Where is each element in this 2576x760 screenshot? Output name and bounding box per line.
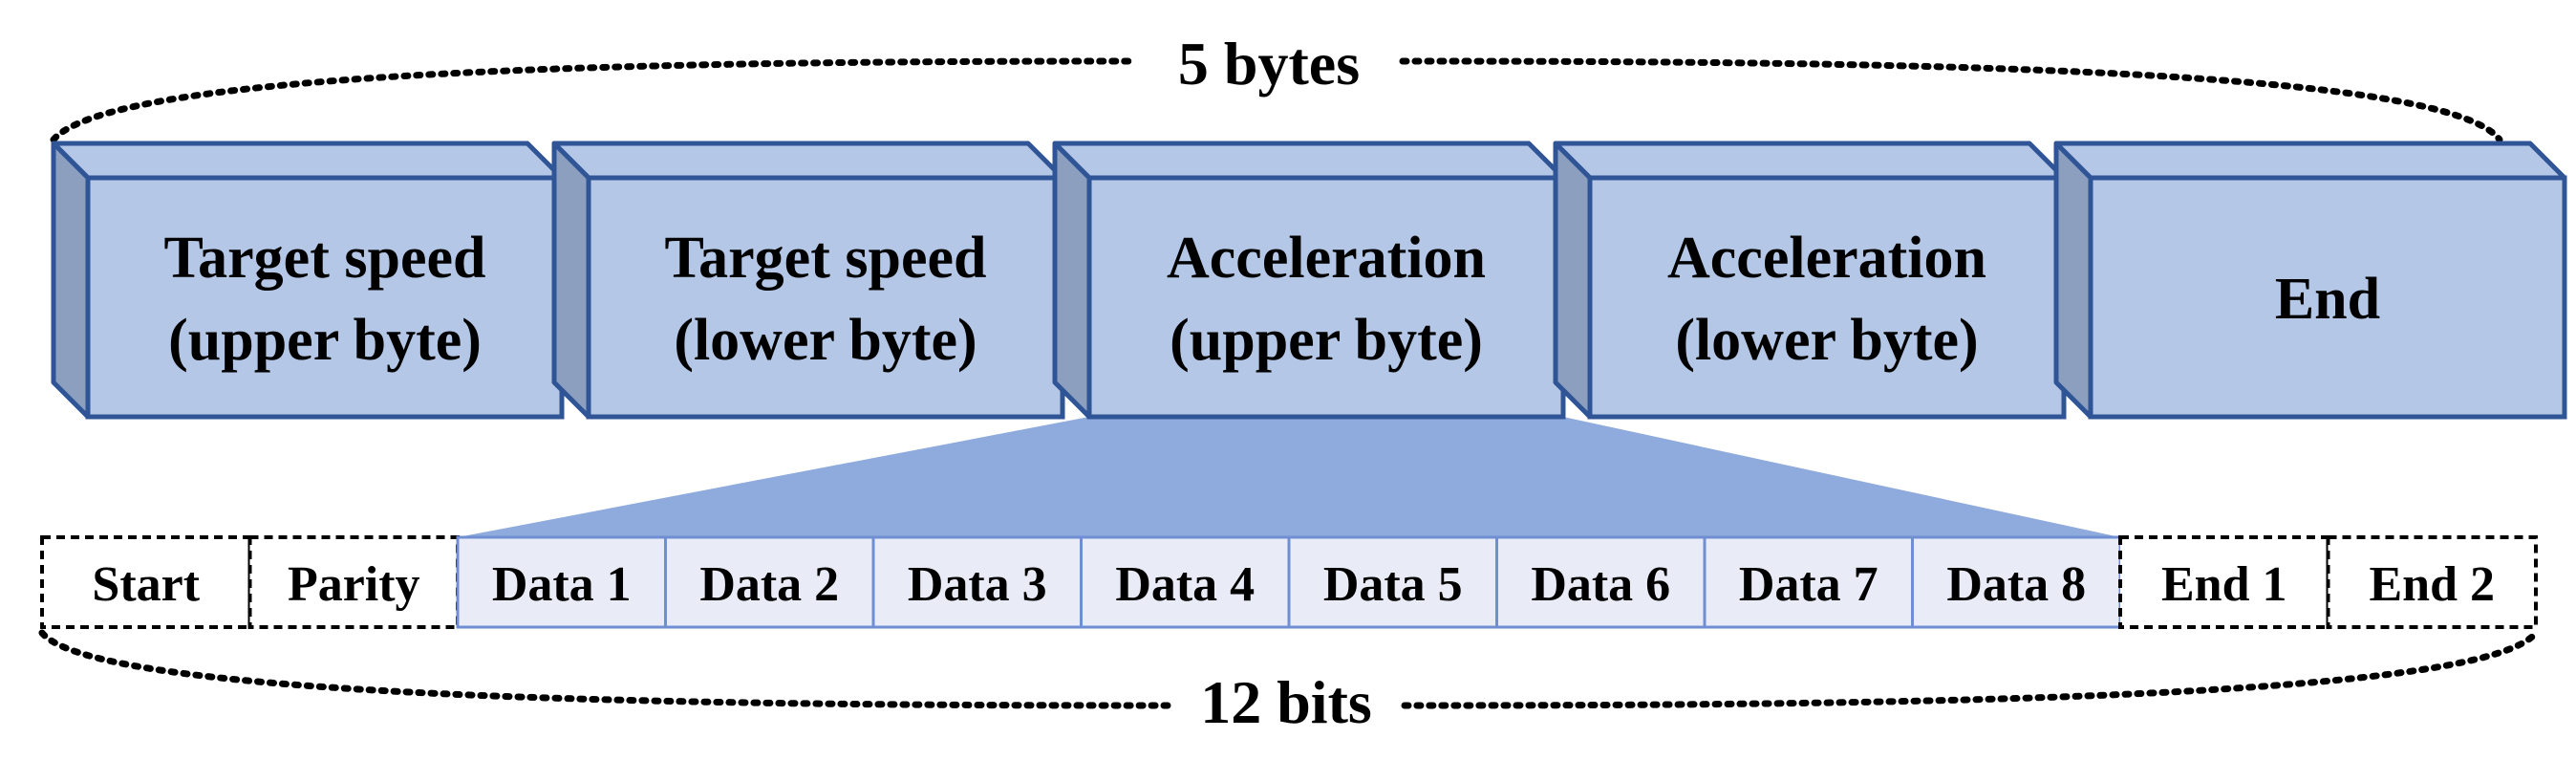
byte-box-side <box>51 141 91 420</box>
byte-box-label: (upper byte) <box>1170 308 1483 373</box>
byte-box-label: Acceleration <box>1167 226 1486 291</box>
byte-box-face <box>586 175 1065 420</box>
bottom-brace-label: 12 bits <box>1200 668 1372 736</box>
byte-box-label: (lower byte) <box>674 308 977 373</box>
bit-cell-label: Data 6 <box>1531 557 1670 612</box>
bit-cell-label: Data 2 <box>699 557 839 612</box>
byte-box-top <box>2053 141 2567 181</box>
byte-box-label: Acceleration <box>1667 226 1986 291</box>
data-bit-cell: Data 4 <box>1080 535 1291 629</box>
byte-box: Target speed (lower byte) <box>551 141 1065 420</box>
top-brace-arc-left <box>50 57 1139 143</box>
data-bit-cell: Data 8 <box>1911 535 2122 629</box>
byte-box-label: Target speed <box>665 226 987 291</box>
bit-cell-label: End 1 <box>2161 557 2287 612</box>
bit-cell-box <box>664 535 875 629</box>
byte-box-top <box>551 141 1065 181</box>
byte-box-label: Target speed <box>164 226 486 291</box>
expansion-wedge <box>458 417 2120 537</box>
bit-cell-box <box>1495 535 1707 629</box>
data-bit-cell: Data 2 <box>664 535 875 629</box>
bit-cell-label: End 2 <box>2369 557 2495 612</box>
bit-cell-label: Data 8 <box>1946 557 2086 612</box>
bit-cell-label: Start <box>92 557 200 612</box>
byte-box-label: End <box>2275 267 2380 332</box>
bit-cell-box <box>1287 535 1498 629</box>
frame-bit-cell: Start <box>40 535 252 629</box>
byte-box-top <box>1553 141 2067 181</box>
byte-box-top <box>51 141 565 181</box>
byte-box-side <box>2053 141 2093 420</box>
bit-cell-label: Data 1 <box>492 557 632 612</box>
data-bit-cell: Data 3 <box>871 535 1083 629</box>
bottom-brace-arc-left <box>38 629 1175 709</box>
byte-box-label: (upper byte) <box>168 308 482 373</box>
top-brace-arc-right <box>1399 57 2503 143</box>
byte-box-face <box>2088 175 2567 420</box>
bit-cell-label: Data 3 <box>908 557 1047 612</box>
bit-cell-box <box>871 535 1083 629</box>
byte-sequence: Target speed (upper byte) Target speed (low… <box>51 141 2567 420</box>
byte-box: End <box>2053 141 2567 420</box>
bit-cell-box <box>1911 535 2122 629</box>
byte-box: Target speed (upper byte) <box>51 141 565 420</box>
data-bit-cell: Data 1 <box>456 535 667 629</box>
data-bit-cell: Data 7 <box>1703 535 1914 629</box>
bit-cell-box <box>40 535 252 629</box>
frame-bit-cell: End 1 <box>2118 535 2330 629</box>
byte-box-top <box>1052 141 1566 181</box>
bit-cell-box <box>456 535 667 629</box>
bit-cell-label: Data 4 <box>1115 557 1255 612</box>
data-bit-cell: Data 5 <box>1287 535 1498 629</box>
bottom-brace-arc-right <box>1401 629 2540 709</box>
byte-box: Acceleration (upper byte) <box>1052 141 1566 420</box>
byte-box: Acceleration (lower byte) <box>1553 141 2067 420</box>
byte-box-face <box>1587 175 2067 420</box>
byte-box-label: (lower byte) <box>1675 308 1978 373</box>
byte-box-side <box>551 141 591 420</box>
bit-cell-label: Parity <box>288 557 420 612</box>
byte-box-face <box>85 175 565 420</box>
bit-cell-label: Data 5 <box>1323 557 1463 612</box>
bit-cell-box <box>2326 535 2538 629</box>
byte-box-side <box>1553 141 1593 420</box>
frame-bit-cell: Parity <box>247 535 460 629</box>
bit-cell-box <box>2118 535 2330 629</box>
frame-bit-cell: End 2 <box>2326 535 2538 629</box>
top-brace-label: 5 bytes <box>1178 30 1360 98</box>
byte-box-face <box>1086 175 1566 420</box>
byte-box-side <box>1052 141 1092 420</box>
bit-cell-label: Data 7 <box>1739 557 1878 612</box>
bit-cell-box <box>1080 535 1291 629</box>
data-bit-cell: Data 6 <box>1495 535 1707 629</box>
bit-sequence: Start Parity Data 1 Data 2 Data 3 Data 4 Data … <box>40 535 2538 629</box>
bit-cell-box <box>247 535 460 629</box>
